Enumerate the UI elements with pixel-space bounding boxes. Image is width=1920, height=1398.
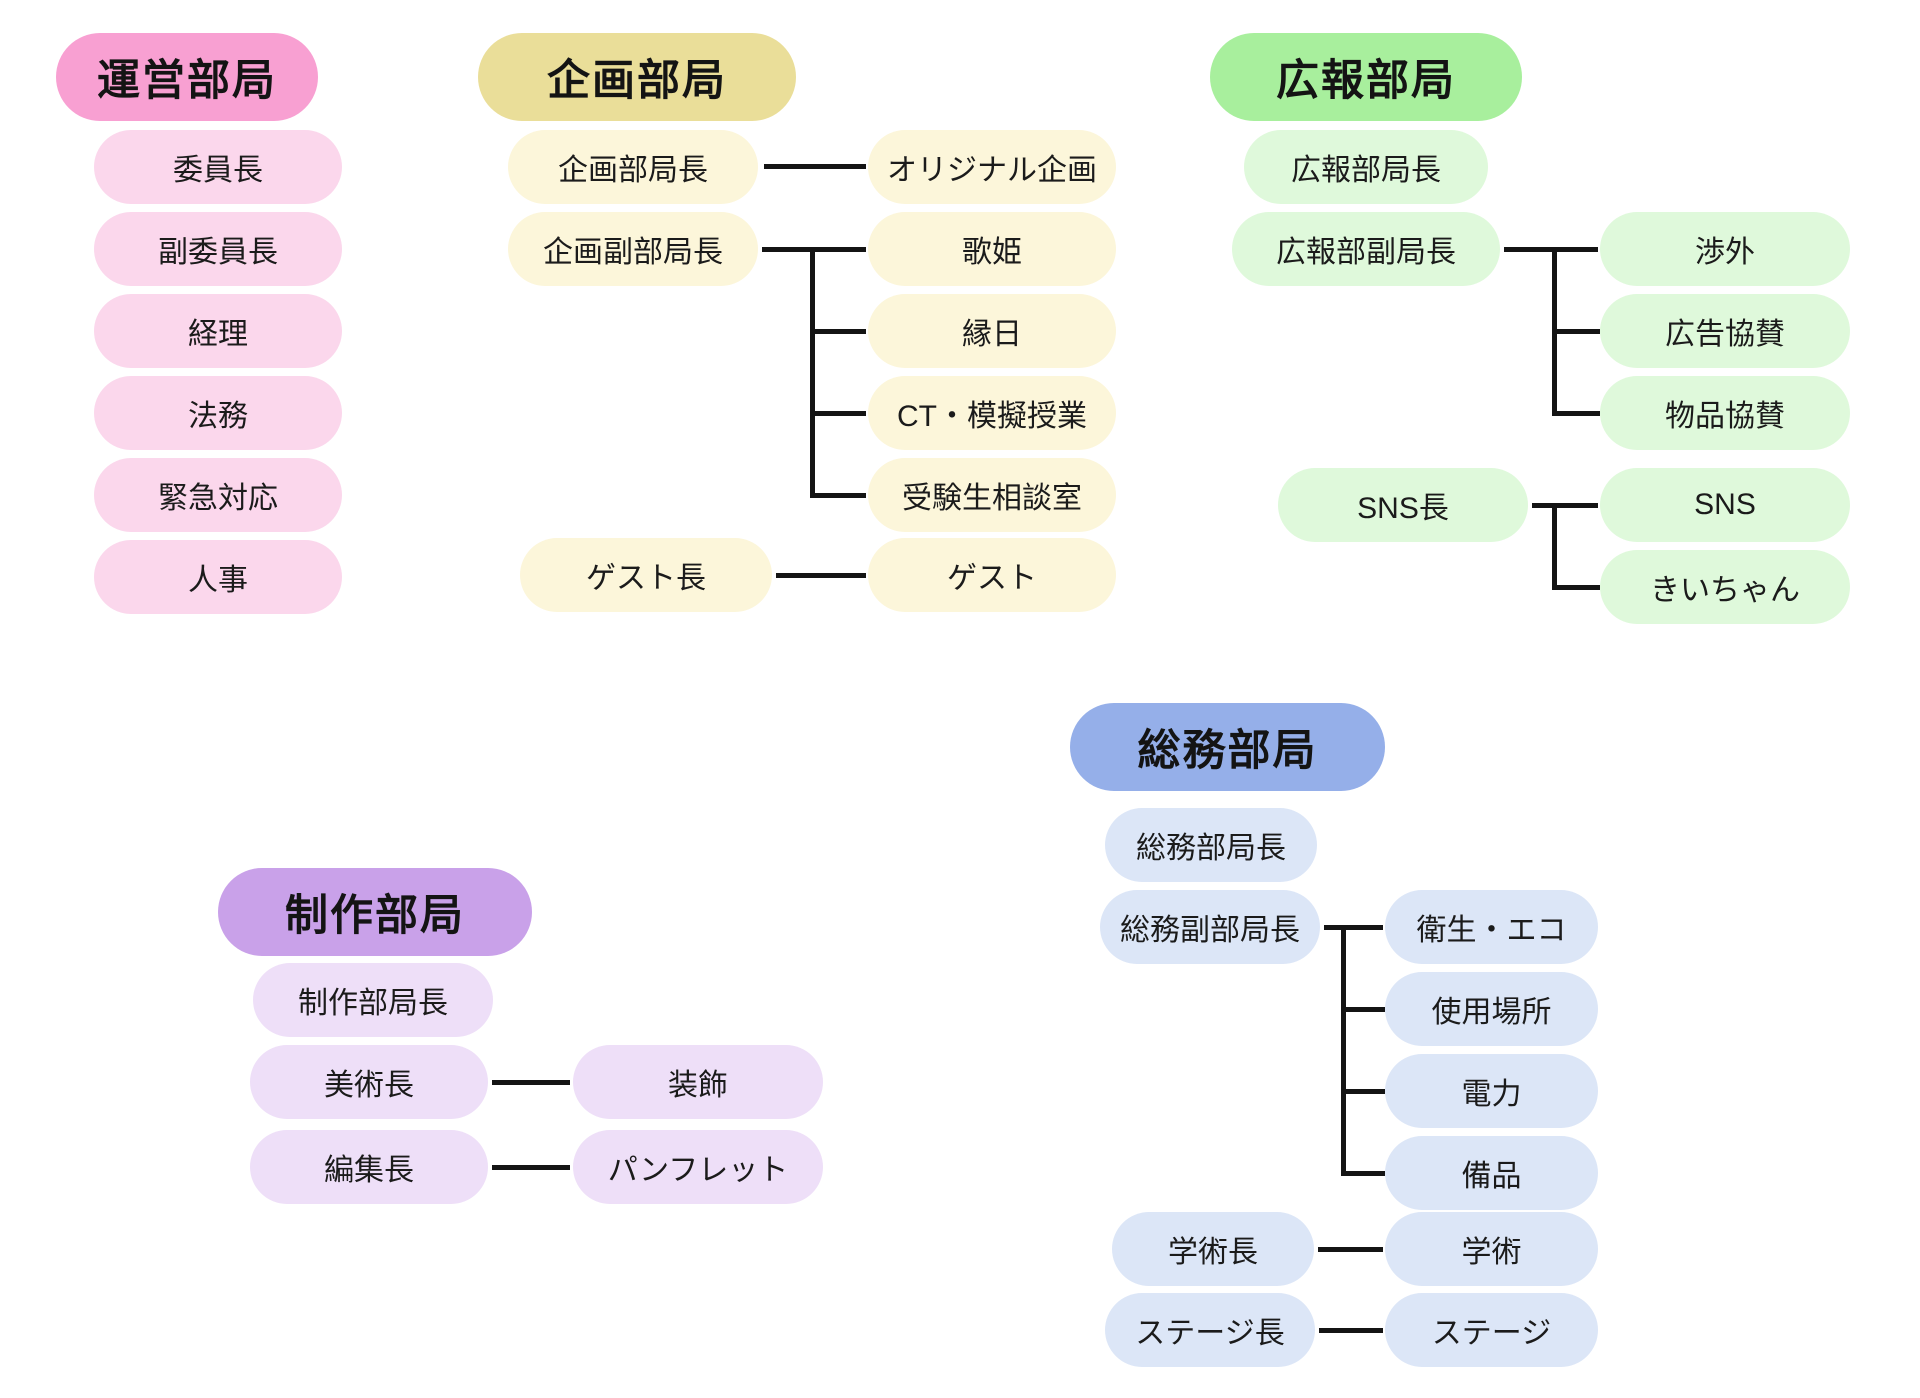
node-ct-mock-class: CT・模擬授業 [868,376,1116,450]
node-ennichi: 縁日 [868,294,1116,368]
connector-line [1343,1007,1385,1012]
node-art-head: 美術長 [250,1045,488,1119]
connector-line [1318,1247,1383,1252]
connector-line [812,493,866,498]
node-vice-chairperson: 副委員長 [94,212,342,286]
node-equipment: 備品 [1385,1136,1598,1210]
node-guest: ゲスト [868,538,1116,612]
node-pr-director: 広報部局長 [1244,130,1488,204]
node-power: 電力 [1385,1054,1598,1128]
node-academic: 学術 [1385,1212,1598,1286]
node-pr-vice-director: 広報部副局長 [1232,212,1500,286]
connector-line [1324,925,1383,930]
section-header-publicity: 広報部局 [1210,33,1522,121]
node-editor-head: 編集長 [250,1130,488,1204]
connector-line [776,573,866,578]
node-usage-location: 使用場所 [1385,972,1598,1046]
node-production-director: 制作部局長 [253,963,493,1037]
node-accounting: 経理 [94,294,342,368]
node-kii-chan: きいちゃん [1600,550,1850,624]
section-header-operations: 運営部局 [56,33,318,121]
connector-line [492,1165,570,1170]
connector-line [1319,1328,1383,1333]
connector-line [812,411,866,416]
node-decoration: 装飾 [573,1045,823,1119]
node-stage: ステージ [1385,1293,1598,1367]
section-header-general-affairs: 総務部局 [1070,703,1385,791]
connector-line [812,329,866,334]
node-guest-head: ゲスト長 [520,538,772,612]
node-emergency-response: 緊急対応 [94,458,342,532]
node-utahime: 歌姫 [868,212,1116,286]
node-hygiene-eco: 衛生・エコ [1385,890,1598,964]
section-header-planning: 企画部局 [478,33,796,121]
connector-line [1554,585,1600,590]
node-liaison: 渉外 [1600,212,1850,286]
node-hr: 人事 [94,540,342,614]
node-planning-vice-director: 企画副部局長 [508,212,758,286]
connector-line [1504,247,1598,252]
node-ga-vice-director: 総務副部局長 [1100,890,1320,964]
connector-line [764,164,866,169]
node-chairperson: 委員長 [94,130,342,204]
connector-line [1554,411,1600,416]
connector-line [1532,503,1598,508]
node-goods-sponsorship: 物品協賛 [1600,376,1850,450]
node-sns: SNS [1600,468,1850,542]
connector-line [492,1080,570,1085]
connector-line [1554,329,1600,334]
node-original-plan: オリジナル企画 [868,130,1116,204]
node-ga-director: 総務部局長 [1105,808,1317,882]
node-stage-head: ステージ長 [1105,1293,1315,1367]
node-legal: 法務 [94,376,342,450]
node-ad-sponsorship: 広告協賛 [1600,294,1850,368]
connector-line [1343,1089,1385,1094]
section-header-production: 制作部局 [218,868,532,956]
connector-line [1343,1171,1385,1176]
connector-line [1341,925,1346,1176]
connector-line [1552,503,1557,590]
node-examinee-consultation: 受験生相談室 [868,458,1116,532]
node-sns-head: SNS長 [1278,468,1528,542]
node-academic-head: 学術長 [1112,1212,1314,1286]
node-pamphlet: パンフレット [573,1130,823,1204]
node-planning-director: 企画部局長 [508,130,758,204]
connector-line [810,247,815,498]
